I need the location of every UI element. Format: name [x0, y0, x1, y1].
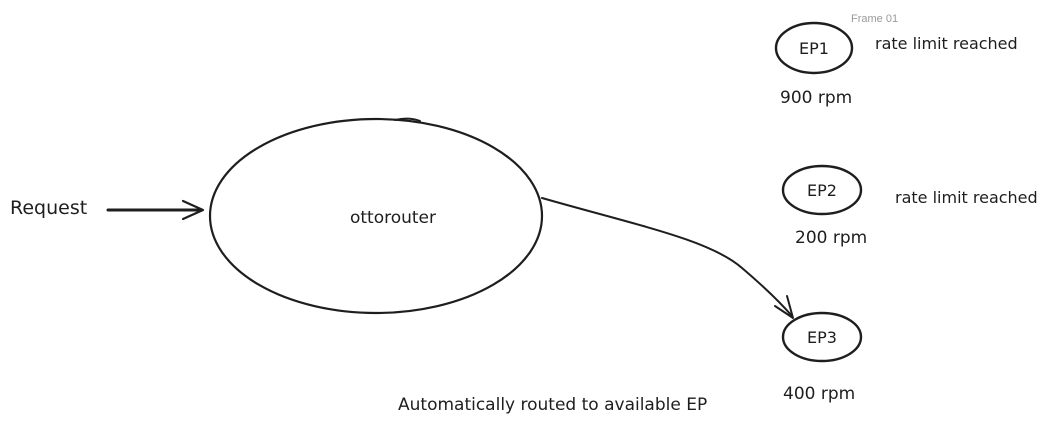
ep2-status: rate limit reached [895, 188, 1038, 207]
request-arrow [106, 199, 205, 221]
request-label: Request [10, 197, 87, 219]
ep1-ellipse [774, 21, 854, 75]
endpoint-ep3: EP3 400 rpm [781, 311, 863, 404]
router-ellipse [208, 117, 544, 315]
router-node: ottorouter [208, 117, 544, 315]
endpoint-ep1: EP1 rate limit reached 900 rpm [774, 21, 1018, 108]
routing-note: Automatically routed to available EP [398, 395, 707, 415]
ep1-status: rate limit reached [875, 34, 1018, 53]
endpoint-ep2: EP2 rate limit reached 200 rpm [781, 164, 1038, 248]
ep2-ellipse [781, 164, 863, 216]
ep3-rate: 400 rpm [783, 384, 855, 404]
router-label: ottorouter [350, 208, 436, 228]
ep2-rate: 200 rpm [795, 228, 867, 248]
frame-label: Frame 01 [851, 13, 898, 25]
ep3-ellipse [781, 311, 863, 363]
ep2-label: EP2 [807, 181, 837, 200]
ep3-label: EP3 [807, 328, 837, 347]
routing-arrow [541, 197, 794, 319]
ep1-label: EP1 [799, 39, 829, 58]
ep1-rate: 900 rpm [780, 88, 852, 108]
